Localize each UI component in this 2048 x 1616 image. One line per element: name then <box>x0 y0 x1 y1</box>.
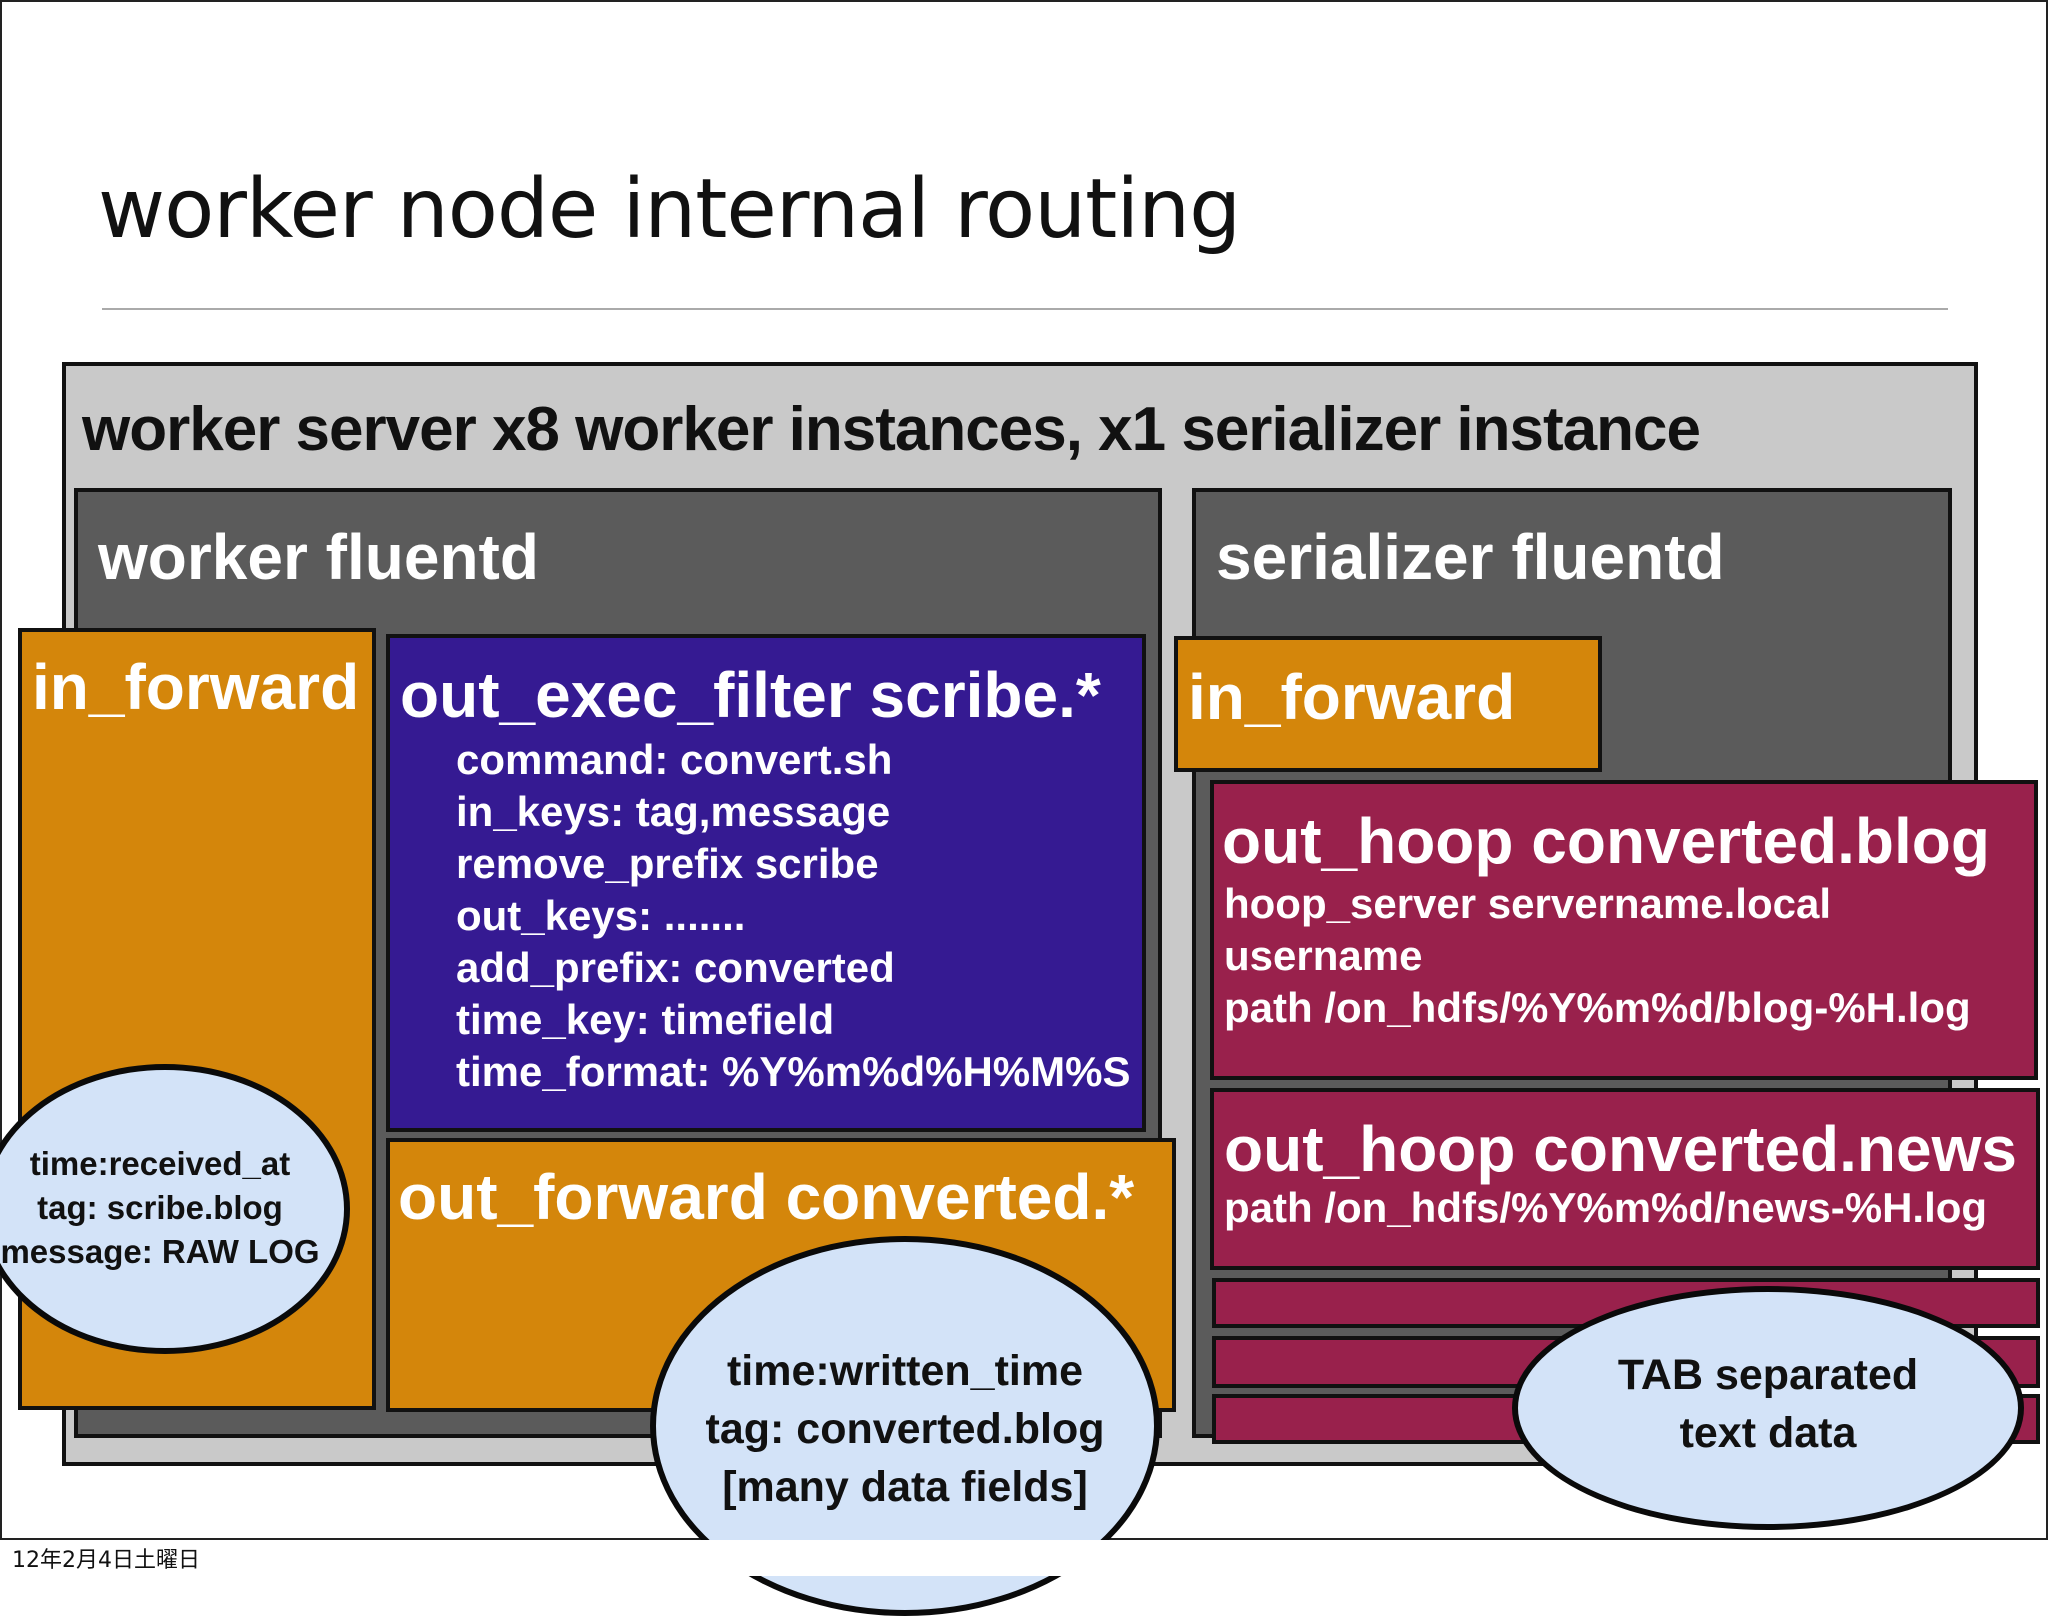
bubble-line: tag: scribe.blog <box>37 1189 283 1226</box>
hoop-news-config: path /on_hdfs/%Y%m%d/news-%H.log <box>1224 1184 1988 1231</box>
tab-separated-bubble <box>1512 1286 2024 1530</box>
config-line: command: convert.sh <box>456 736 893 783</box>
config-line: in_keys: tag,message <box>456 788 891 835</box>
tab-separated-text: TAB separated text data <box>1512 1346 2024 1462</box>
bubble-line: message: RAW LOG <box>0 1233 320 1270</box>
config-line: add_prefix: converted <box>456 944 895 991</box>
exec-filter-config: command: convert.sh in_keys: tag,message… <box>456 734 1130 1098</box>
hoop-news-label: out_hoop converted.news <box>1224 1113 2017 1185</box>
config-line: username <box>1224 932 1423 979</box>
bubble-line: [many data fields] <box>722 1463 1088 1511</box>
exec-filter-box <box>386 634 1146 1132</box>
serializer-in-forward-box <box>1174 636 1602 772</box>
hoop-blog-box <box>1210 780 2038 1080</box>
out-forward-label: out_forward converted.* <box>398 1161 1135 1233</box>
config-line: time_key: timefield <box>456 996 835 1043</box>
worker-fluentd-label: worker fluentd <box>98 521 539 593</box>
config-line: path /on_hdfs/%Y%m%d/blog-%H.log <box>1224 984 1971 1031</box>
worker-server-label: worker server x8 worker instances, x1 se… <box>82 395 1701 464</box>
bubble-line: time:written_time <box>726 1347 1083 1395</box>
hoop-blog-label: out_hoop converted.blog <box>1222 805 1990 877</box>
footer-date: 12年2月4日土曜日 <box>12 1548 200 1573</box>
bubble-line: tag: converted.blog <box>705 1405 1105 1453</box>
bubble-line: TAB separated <box>1617 1351 1919 1399</box>
config-line: out_keys: ....... <box>456 892 746 939</box>
exec-filter-label: out_exec_filter scribe.* <box>400 659 1101 731</box>
worker-in-forward-label: in_forward <box>32 651 360 723</box>
hoop-news-box <box>1210 1088 2040 1270</box>
config-line: hoop_server servername.local <box>1224 880 1831 927</box>
config-line: time_format: %Y%m%d%H%M%S <box>456 1048 1131 1095</box>
serializer-fluentd-label: serializer fluentd <box>1216 521 1725 593</box>
footer-strip <box>0 1540 2048 1576</box>
serializer-in-forward-label: in_forward <box>1188 661 1516 733</box>
converted-record-text: time:written_time tag: converted.blog [m… <box>660 1342 1150 1516</box>
title-divider <box>102 308 1948 310</box>
config-line: remove_prefix scribe <box>456 840 879 887</box>
received-record-text: time:received_at tag: scribe.blog messag… <box>0 1142 320 1274</box>
bubble-line: time:received_at <box>29 1145 291 1182</box>
bubble-line: text data <box>1679 1409 1857 1457</box>
received-record-bubble <box>0 1064 350 1354</box>
slide-title: worker node internal routing <box>98 162 1241 257</box>
hoop-blog-config: hoop_server servername.local username pa… <box>1224 878 1971 1034</box>
